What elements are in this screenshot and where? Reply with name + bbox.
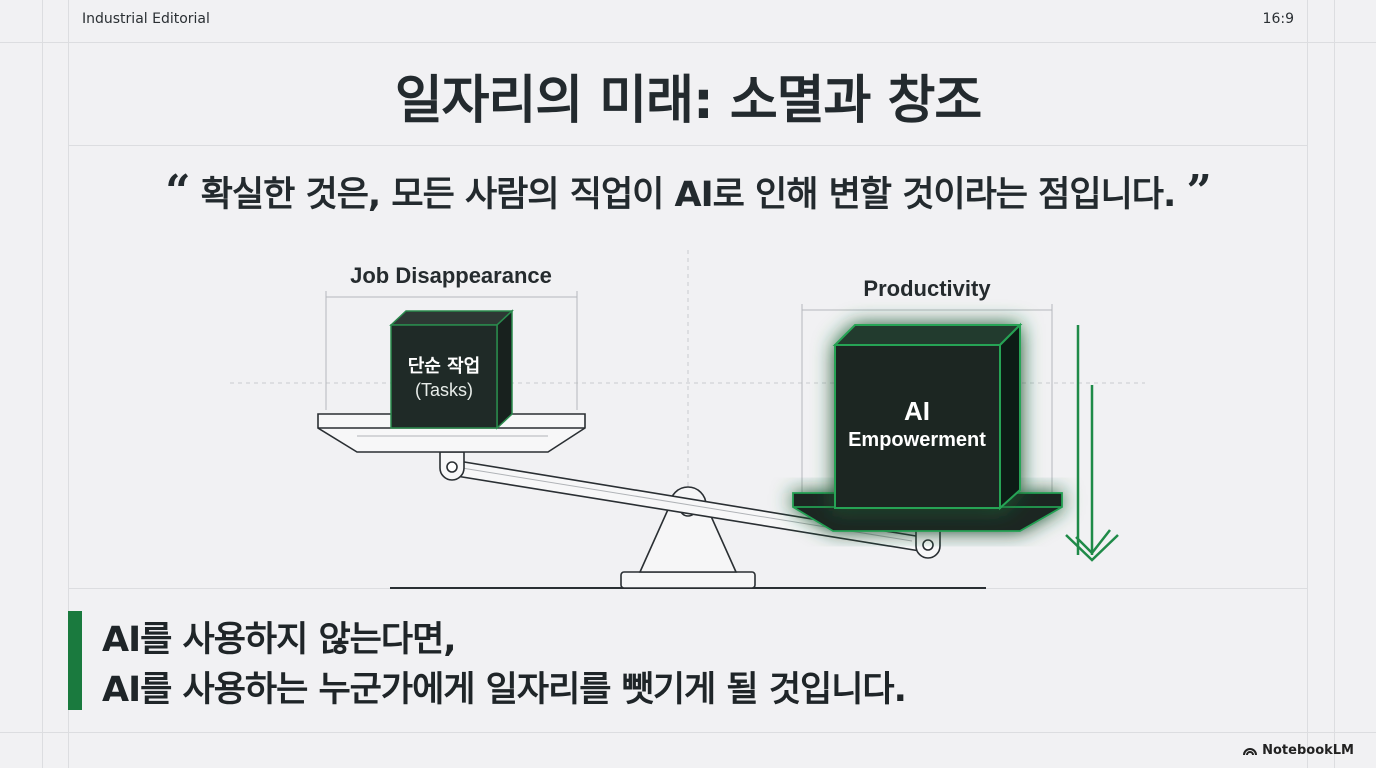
open-quote-mark: “ bbox=[165, 166, 190, 217]
aspect-ratio-label: 16:9 bbox=[1262, 11, 1294, 27]
frame-line-bottom bbox=[0, 732, 1376, 733]
right-label: Productivity bbox=[863, 276, 991, 301]
frame-inner-right bbox=[1307, 0, 1308, 768]
tasks-box bbox=[389, 309, 514, 430]
left-pivot bbox=[439, 451, 465, 481]
frame-inner-left bbox=[68, 0, 69, 768]
down-arrow-icon bbox=[1065, 325, 1119, 562]
tasks-box-line1: 단순 작업 bbox=[408, 356, 481, 377]
ai-box bbox=[832, 322, 1023, 511]
close-quote-mark: ” bbox=[1186, 166, 1211, 217]
ai-box-line1: AI bbox=[904, 396, 930, 426]
frame-line-top bbox=[0, 42, 1376, 43]
header-label: Industrial Editorial bbox=[82, 11, 210, 27]
conclusion-line2: AI를 사용하는 누군가에게 일자리를 뺏기게 될 것입니다. bbox=[102, 670, 907, 710]
right-dimension-bracket bbox=[801, 304, 1053, 500]
conclusion: AI를 사용하지 않는다면, AI를 사용하는 누군가에게 일자리를 뺏기게 될… bbox=[102, 615, 907, 715]
frame-line-left bbox=[42, 0, 43, 768]
tasks-box-line2: (Tasks) bbox=[415, 380, 473, 400]
brand-name: NotebookLM bbox=[1262, 743, 1354, 758]
quote: “ 확실한 것은, 모든 사람의 직업이 AI로 인해 변할 것이라는 점입니다… bbox=[0, 166, 1376, 217]
page-title: 일자리의 미래: 소멸과 창조 bbox=[394, 71, 982, 131]
left-label: Job Disappearance bbox=[350, 263, 552, 288]
quote-text: 확실한 것은, 모든 사람의 직업이 AI로 인해 변할 것이라는 점입니다. bbox=[200, 175, 1177, 215]
conclusion-line1: AI를 사용하지 않는다면, bbox=[102, 620, 457, 660]
accent-bar bbox=[68, 611, 82, 710]
left-pan bbox=[317, 413, 586, 453]
notebooklm-logo-icon bbox=[1243, 747, 1258, 755]
right-pivot bbox=[915, 529, 941, 559]
notebooklm-brand: NotebookLM bbox=[1243, 743, 1354, 758]
frame-inner-top bbox=[68, 145, 1308, 146]
left-dimension-bracket bbox=[325, 291, 578, 410]
frame-line-right bbox=[1334, 0, 1335, 768]
ai-box-line2: Empowerment bbox=[848, 429, 986, 451]
